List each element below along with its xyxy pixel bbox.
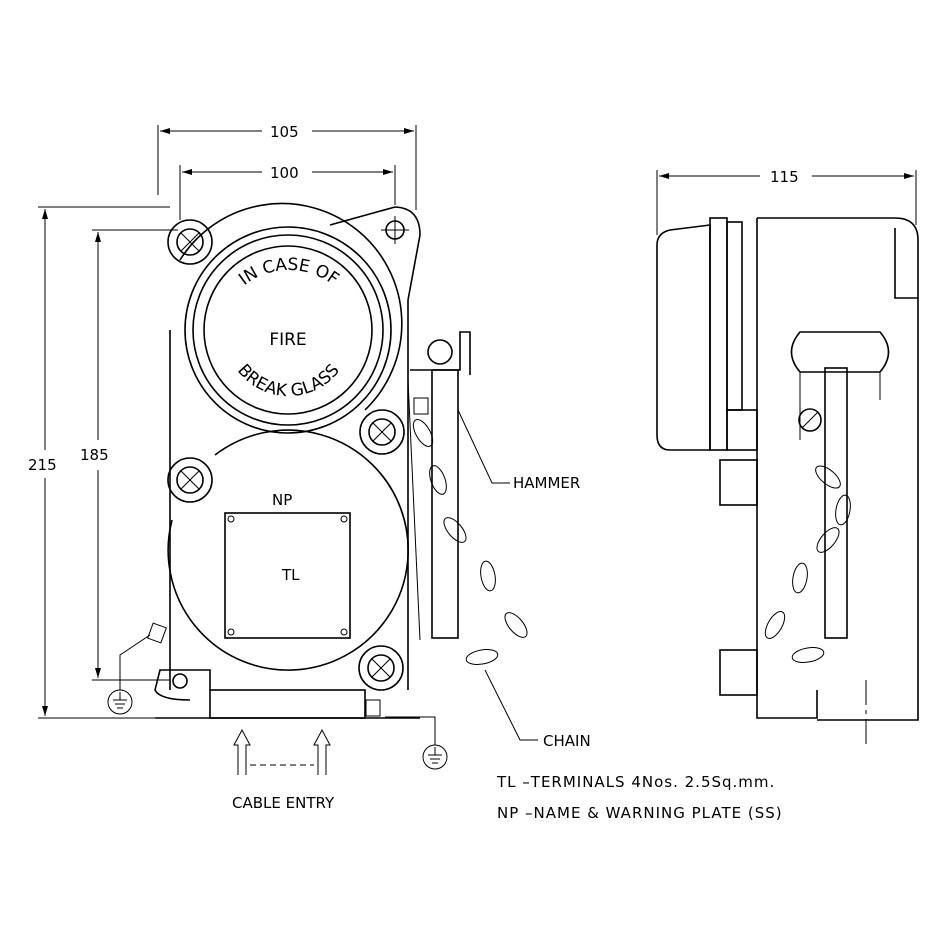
- chain: [412, 419, 528, 665]
- hammer: [407, 331, 471, 641]
- cable-entry-arrows: [233, 728, 331, 775]
- bolt-icon: [167, 219, 213, 265]
- cable-entry-label: CABLE ENTRY: [232, 794, 335, 812]
- side-chain: [764, 465, 851, 663]
- glass-text-fire: FIRE: [269, 330, 306, 350]
- hammer-label: HAMMER: [513, 474, 580, 492]
- glass-ring: [184, 226, 392, 434]
- glass-text-top: IN CASE OF: [235, 255, 342, 290]
- front-view: IN CASE OF FIRE BREAK GLASS NP TL HAMMER: [107, 202, 591, 812]
- note-np: NP –NAME & WARNING PLATE (SS): [497, 804, 783, 822]
- dim-185-label: 185: [80, 446, 109, 464]
- np-label: NP: [272, 491, 292, 509]
- dimension-105: 105: [157, 123, 417, 210]
- dim-100-label: 100: [270, 164, 299, 182]
- side-view: 115: [656, 168, 919, 745]
- glass-text-bottom: BREAK GLASS: [233, 360, 343, 401]
- tl-label: TL: [281, 566, 300, 584]
- bolt-icon: [167, 457, 213, 503]
- chain-label: CHAIN: [543, 732, 591, 750]
- earth-icon: [107, 634, 151, 715]
- earth-icon: [385, 716, 448, 770]
- bolt-icon: [359, 409, 405, 455]
- dimension-215: 215: [28, 206, 210, 719]
- bolt-icon: [358, 645, 404, 691]
- dimension-100: 100: [179, 164, 396, 220]
- dim-115-label: 115: [770, 168, 799, 186]
- dim-105-label: 105: [270, 123, 299, 141]
- dimension-185: 185: [80, 229, 178, 681]
- note-tl: TL –TERMINALS 4Nos. 2.5Sq.mm.: [496, 773, 775, 791]
- dim-215-label: 215: [28, 456, 57, 474]
- name-plate: [224, 512, 351, 639]
